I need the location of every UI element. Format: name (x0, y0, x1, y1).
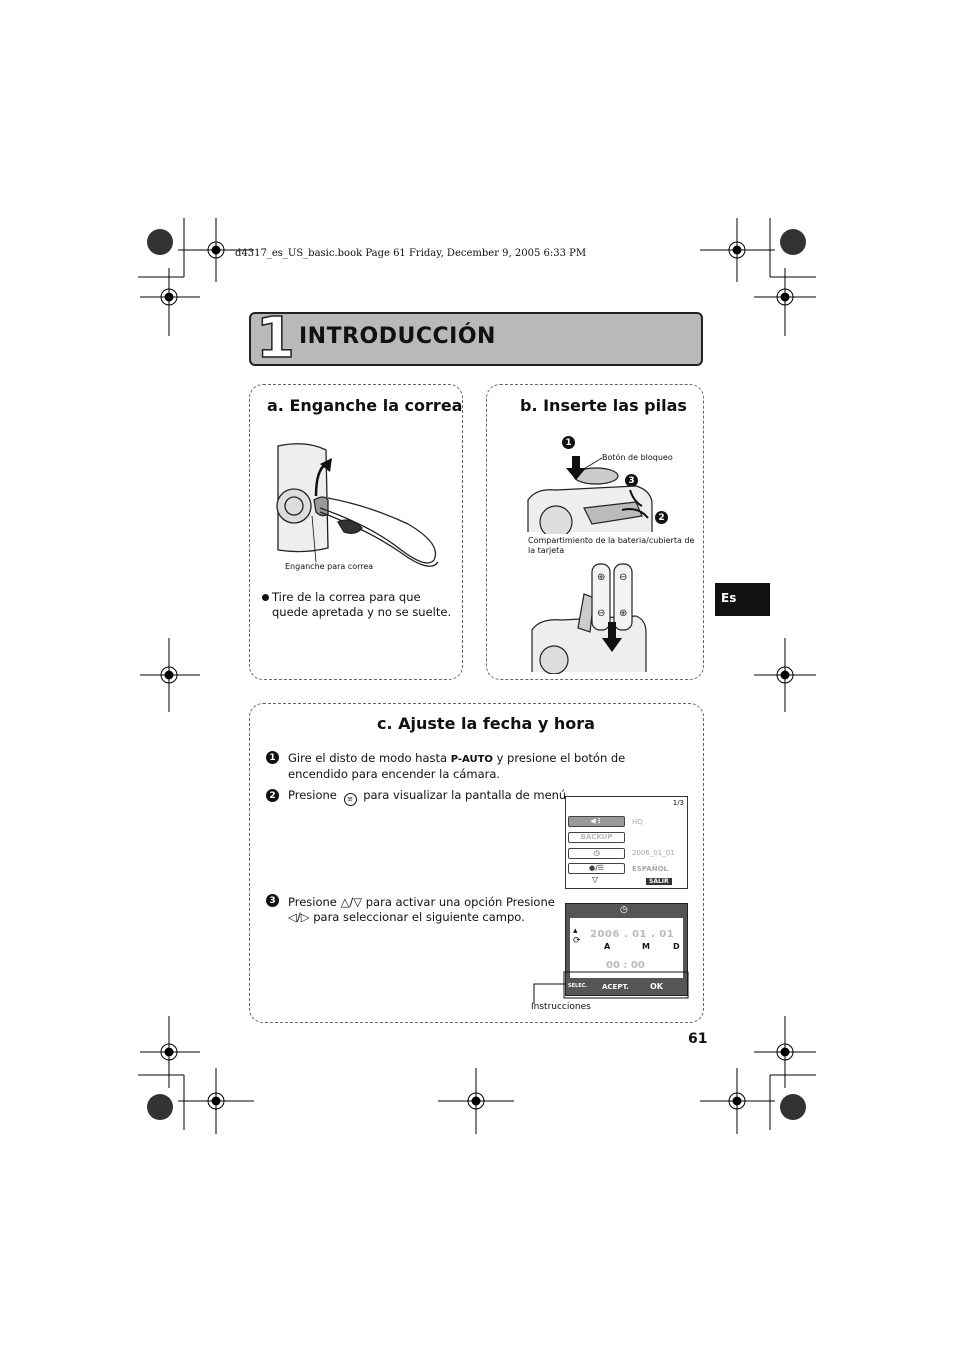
step-2-marker: 2 (655, 511, 668, 524)
step-3-number: 3 (266, 894, 279, 907)
mode-p-auto-icon: P-AUTO (450, 754, 493, 765)
footer-ok: OK (650, 982, 663, 991)
step-1-text-before: Gire el disto de modo hasta (288, 751, 448, 765)
step-3-text-after: para seleccionar el siguiente campo. (313, 910, 525, 924)
date-order-year: A (604, 942, 611, 951)
footer-select: SELEC. (568, 983, 588, 989)
date-time-screen: ◷ 2006 . 01 . 01 ▴⟳ A M D 00 : 00 SELEC.… (565, 903, 688, 996)
language-tab: Es (715, 583, 770, 616)
panel-attach-strap (249, 384, 463, 680)
step-3-marker: 3 (625, 474, 638, 487)
date-panel (570, 918, 683, 978)
bullet-dot (262, 594, 269, 601)
menu-value-language: ESPAÑOL (632, 865, 668, 873)
menu-exit-button: SALIR (646, 878, 672, 885)
up-down-arrows-icon: △/▽ (340, 895, 363, 909)
svg-text:⊕: ⊕ (597, 572, 605, 583)
step-3-text-mid: para activar una opción Presione (365, 895, 555, 909)
svg-text:⊕: ⊕ (619, 608, 627, 619)
instructions-label: Instrucciones (531, 1002, 591, 1012)
menu-page-indicator: 1/3 (672, 799, 684, 807)
menu-item-quality: ◀⋮ (568, 816, 625, 827)
menu-item-backup: BACKUP (568, 832, 625, 843)
strap-illustration (276, 443, 439, 567)
instructions-pointer (533, 971, 689, 1004)
svg-text:⊖: ⊖ (619, 572, 627, 583)
date-footer: SELEC. ACEPT. OK (566, 980, 687, 995)
step-1-number: 1 (266, 751, 279, 764)
strap-instruction: Tire de la correa para que quede apretad… (272, 590, 452, 619)
left-right-arrows-icon: ◁/▷ (288, 910, 310, 924)
step-1-marker: 1 (562, 436, 575, 449)
menu-ok-button-icon: ≡ (343, 793, 357, 806)
page-number: 61 (688, 1031, 708, 1047)
footer-accept: ACEPT. (602, 983, 629, 991)
battery-door-illustration (527, 456, 653, 534)
section-b-heading: b. Inserte las pilas (520, 396, 687, 415)
step-1-text-after: y presione el botón de encendido para en… (288, 751, 626, 781)
insert-batteries-illustration: ⊕ ⊖ ⊖ ⊕ (531, 563, 647, 674)
step-2-text-after: para visualizar la pantalla de menú. (363, 788, 570, 802)
section-c-heading: c. Ajuste la fecha y hora (377, 714, 595, 733)
step-2-number: 2 (266, 789, 279, 802)
date-cycle-icon: ▴⟳ (573, 926, 581, 946)
step-2-text: Presione ≡ para visualizar la pantalla d… (288, 788, 578, 806)
print-slug: d4317_es_US_basic.book Page 61 Friday, D… (235, 248, 587, 259)
menu-value-date: 2006_01_01 (632, 849, 675, 857)
strap-hook-label: Enganche para correa (285, 562, 374, 571)
chapter-number: 1 (255, 305, 295, 372)
clock-icon: ◷ (620, 905, 628, 915)
chapter-header-bar (249, 312, 703, 366)
menu-value-quality: HQ (632, 818, 643, 826)
step-3-text: Presione △/▽ para activar una opción Pre… (288, 895, 560, 925)
date-order-day: D (673, 942, 680, 951)
menu-screen: 1/3 ◀⋮ HQ BACKUP ◷ 2006_01_01 ●/☰ ESPAÑO… (565, 796, 688, 889)
menu-item-language: ●/☰ (568, 863, 625, 874)
date-order-month: M (642, 942, 650, 951)
svg-text:⊖: ⊖ (597, 608, 605, 619)
lock-button-label: Botón de bloqueo (602, 453, 673, 462)
step-1-text: Gire el disto de modo hasta P-AUTO y pre… (288, 751, 678, 782)
chapter-title: INTRODUCCIÓN (299, 324, 496, 349)
step-3-text-before: Presione (288, 895, 337, 909)
panel-insert-batteries (486, 384, 704, 680)
time-value: 00 : 00 (606, 960, 645, 971)
panel-set-date-time (249, 703, 704, 1023)
menu-item-clock: ◷ (568, 848, 625, 859)
step-2-text-before: Presione (288, 788, 337, 802)
menu-down-arrow-icon: ▽ (592, 875, 599, 884)
battery-compartment-label: Compartimiento de la bateria/cubierta de… (528, 536, 695, 555)
section-a-heading: a. Enganche la correa (267, 396, 463, 415)
date-value: 2006 . 01 . 01 (590, 929, 675, 940)
